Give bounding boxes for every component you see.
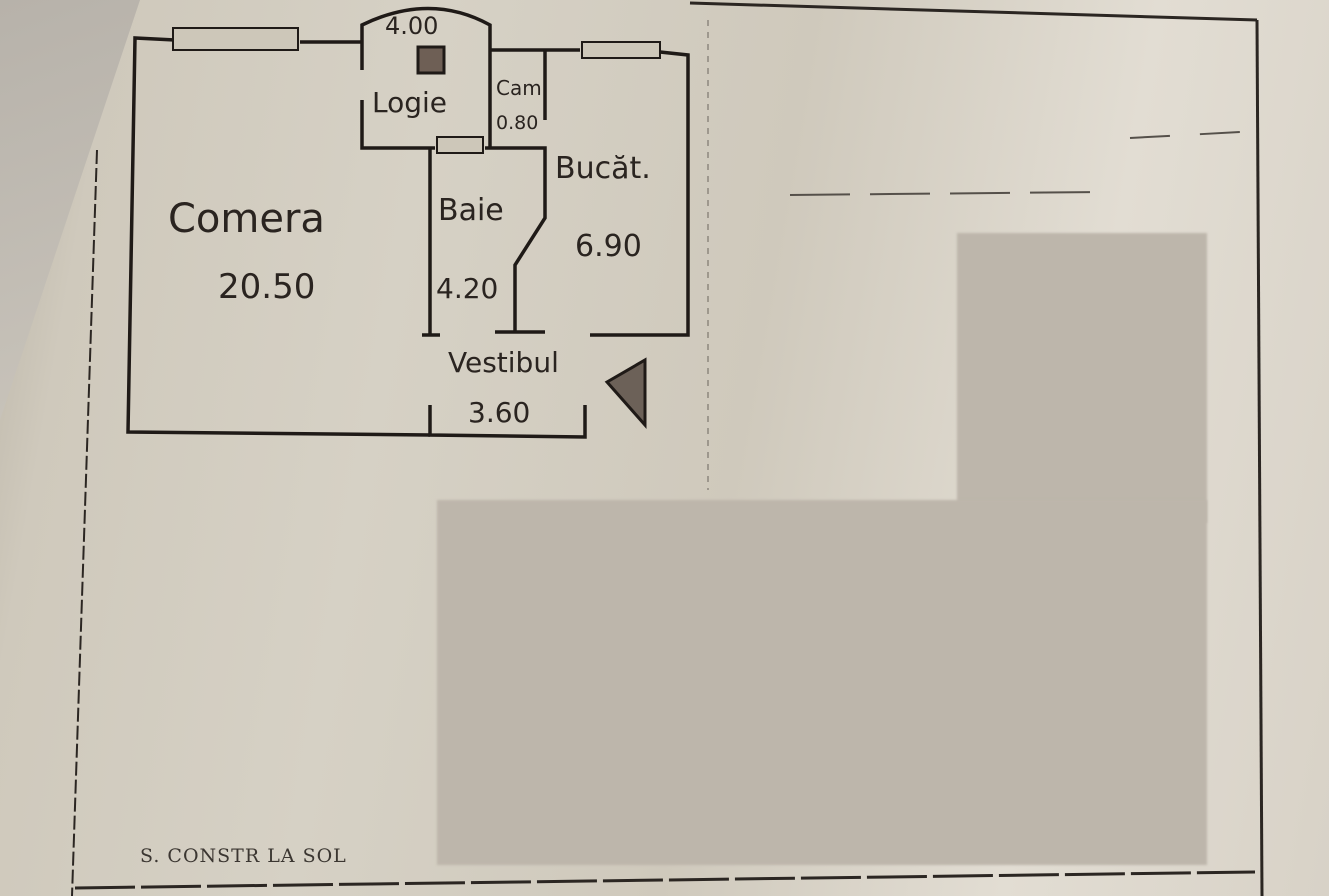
room-area-camara: 0.80 (496, 112, 538, 134)
entrance-triangle-icon (604, 357, 647, 429)
room-area-bucatarie: 6.90 (575, 229, 642, 264)
sheet-frame (71, 1, 1264, 896)
room-name-logie: Logie (372, 86, 447, 119)
room-area-comera: 20.50 (218, 267, 315, 307)
room-name-comera: Comera (168, 196, 325, 242)
windows (172, 27, 661, 154)
door-logie (436, 136, 484, 154)
window-comera (172, 27, 299, 51)
room-area-vestibul: 3.60 (468, 396, 530, 429)
room-area-baie: 4.20 (436, 272, 498, 305)
redacted-area (957, 233, 1207, 523)
redacted-area (437, 500, 1207, 865)
room-area-logie: 4.00 (385, 12, 438, 40)
walls (126, 6, 690, 439)
room-name-vestibul: Vestibul (448, 346, 559, 379)
footer-label: S. CONSTR LA SOL (140, 845, 347, 867)
logie-chimney-icon (416, 45, 446, 75)
room-name-baie: Baie (438, 193, 504, 228)
room-name-camara: Cam (496, 76, 542, 100)
window-bucatarie (581, 41, 661, 59)
room-name-bucatarie: Bucăt. (555, 151, 651, 186)
